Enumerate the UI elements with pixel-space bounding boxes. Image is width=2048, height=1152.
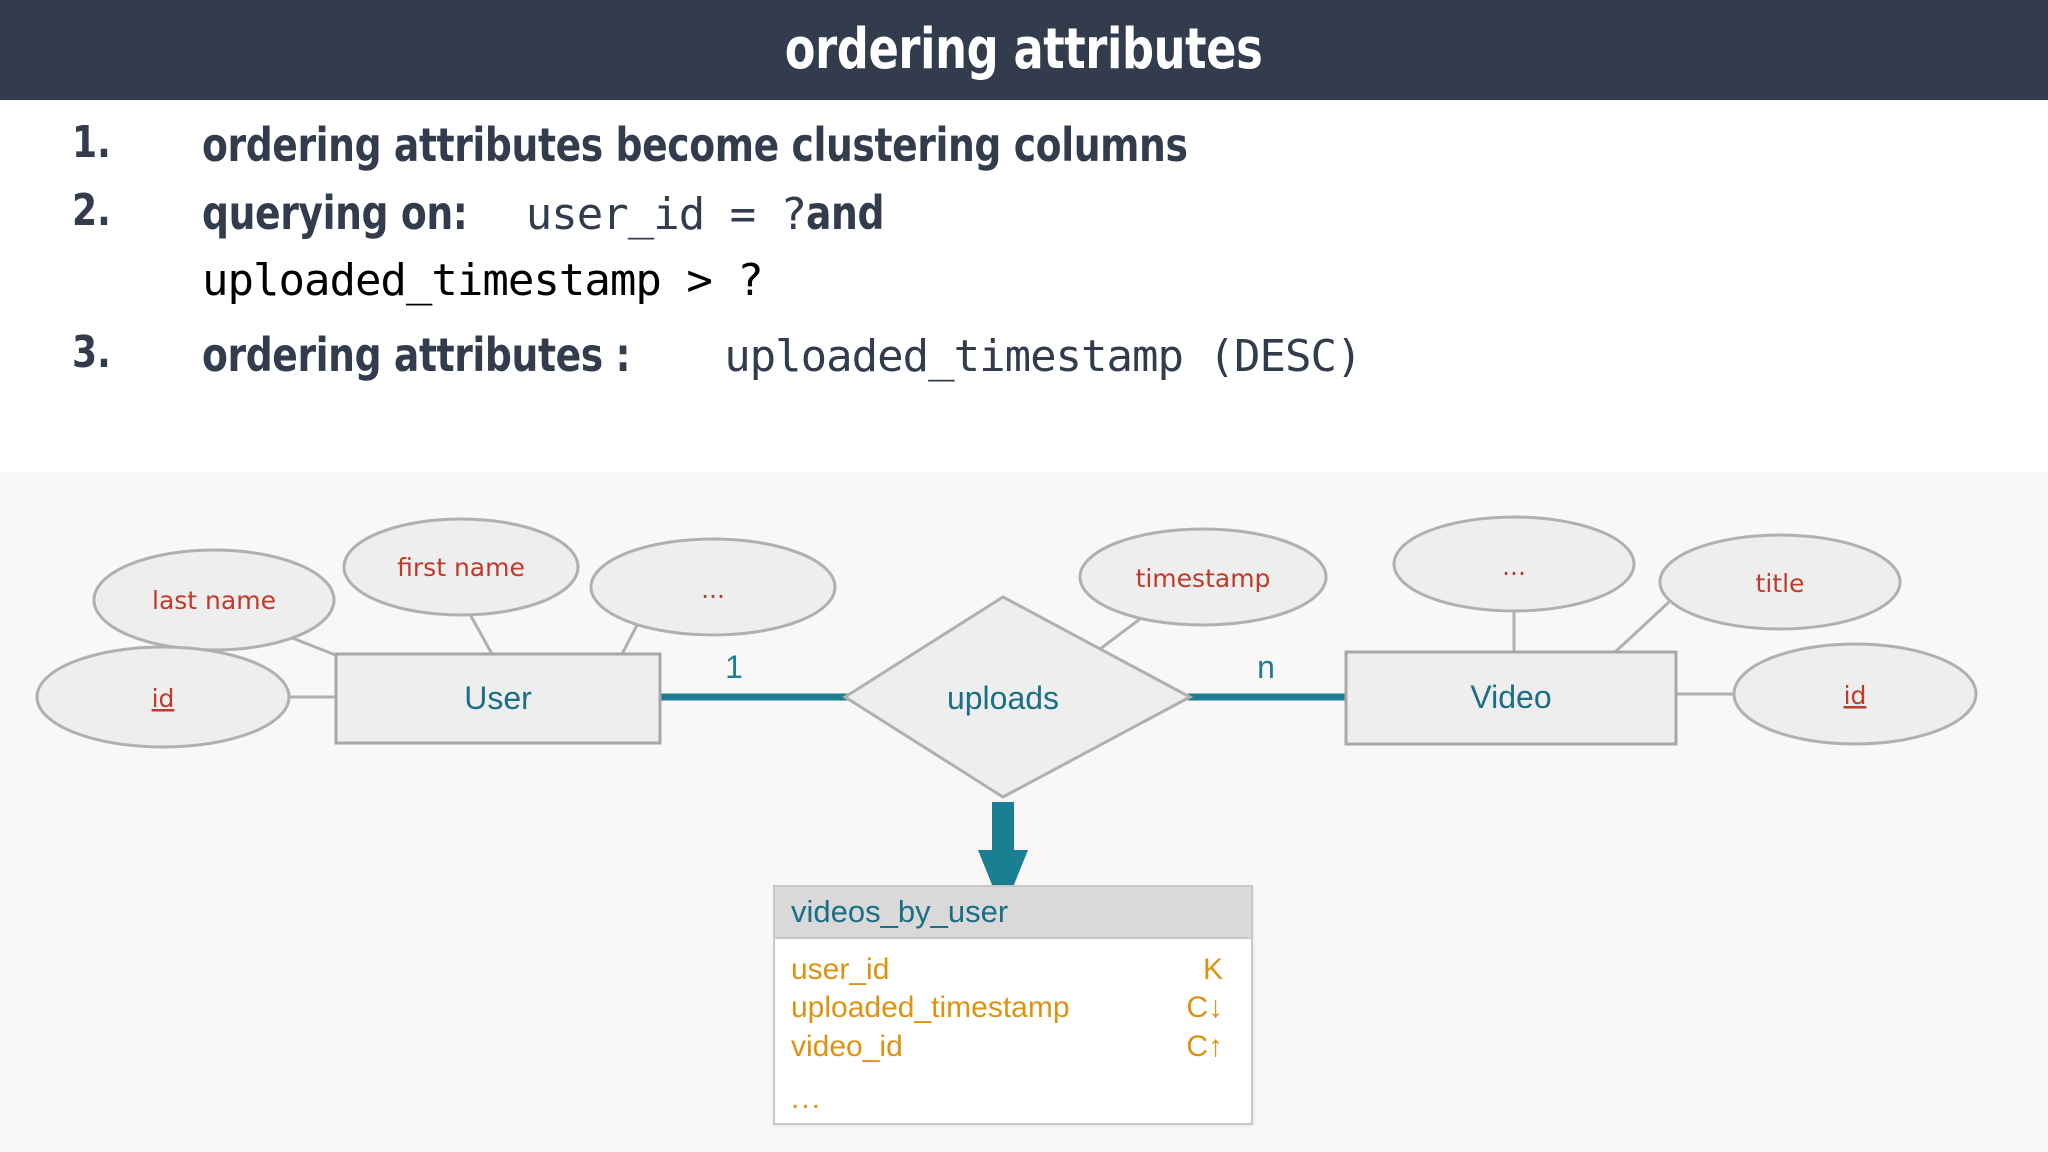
cardinality-label-right: n (1257, 649, 1275, 685)
list-item: 3. ordering attributes : uploaded_timesta… (72, 327, 1362, 383)
attribute-ellipse-video-id: id (1732, 642, 1978, 746)
cql-column-row: uploaded_timestamp C↓ (791, 989, 1235, 1027)
list-item-number: 1. (72, 117, 111, 168)
er-diagram-canvas: last name first name ... id User 1 n tim… (35, 515, 1978, 912)
cql-column-marker: C↑ (1186, 1029, 1223, 1063)
entity-label: User (464, 680, 532, 716)
attribute-label: timestamp (1136, 564, 1271, 593)
relationship-label: uploads (947, 680, 1059, 716)
attribute-label: ... (701, 575, 725, 604)
attribute-label: title (1756, 569, 1805, 598)
list-item: 1. ordering attributes become clustering… (72, 117, 1404, 173)
attribute-label: ... (1502, 552, 1526, 581)
querying-on-prefix: querying on: (202, 186, 468, 240)
list-item-body: ordering attributes become clustering co… (202, 118, 1404, 173)
cql-table-header: videos_by_user (775, 887, 1251, 939)
list-item-number: 3. (72, 327, 111, 378)
attribute-ellipse-first-name: first name (342, 517, 580, 617)
attribute-label: last name (152, 586, 276, 615)
attribute-ellipse-video-more: ... (1392, 515, 1636, 613)
cql-column-marker: K (1202, 953, 1223, 986)
list-item-label: ordering attributes become clustering co… (202, 118, 1188, 172)
query-conjunction-and: and (806, 186, 885, 240)
list-item: 2. querying on: user_id = ?and (72, 185, 901, 241)
relationship-diamond-uploads: uploads (842, 595, 1194, 799)
page-title: ordering attributes (785, 17, 1263, 82)
cardinality-label-left: 1 (725, 649, 743, 685)
cql-column-name: user_id (791, 953, 890, 986)
cql-table-card: videos_by_user user_id K uploaded_timest… (773, 885, 1253, 1125)
entity-box-user: User (334, 652, 662, 745)
down-arrow-icon (978, 802, 1028, 912)
cql-column-ellipsis: ... (791, 1082, 823, 1116)
bullet-list-region: 1. ordering attributes become clustering… (0, 100, 2048, 472)
query-code-timestamp: uploaded_timestamp > ? (202, 255, 764, 306)
cql-table-body: user_id K uploaded_timestamp C↓ video_id… (775, 939, 1251, 1116)
cql-column-marker: C↓ (1186, 991, 1223, 1025)
list-item-body: ordering attributes : uploaded_timestamp … (202, 328, 1362, 383)
list-item-continuation: uploaded_timestamp > ? (202, 255, 764, 306)
cql-column-row: video_id C↑ (791, 1028, 1235, 1066)
attribute-ellipse-timestamp: timestamp (1078, 527, 1328, 627)
attribute-label-pk: id (1844, 681, 1867, 710)
cql-table-name: videos_by_user (791, 894, 1009, 929)
slide-header-bar: ordering attributes (0, 0, 2048, 100)
attribute-label-pk: id (152, 684, 175, 713)
cql-column-row: user_id K (791, 951, 1235, 989)
attribute-ellipse-user-more: ... (589, 537, 837, 637)
entity-label: Video (1470, 679, 1551, 715)
entity-box-video: Video (1344, 650, 1678, 746)
list-item-number: 2. (72, 185, 111, 236)
attribute-ellipse-user-id: id (35, 645, 291, 749)
cql-column-name: video_id (791, 1029, 903, 1063)
ordering-attributes-prefix: ordering attributes : (202, 328, 631, 382)
attribute-label: first name (397, 553, 525, 582)
ordering-attributes-code: uploaded_timestamp (DESC) (724, 331, 1362, 382)
attribute-ellipse-title: title (1658, 533, 1902, 631)
attribute-ellipse-last-name: last name (92, 548, 336, 652)
list-item-body: querying on: user_id = ?and (202, 186, 901, 241)
query-code-userid: user_id = ? (525, 189, 807, 240)
cql-column-name: uploaded_timestamp (791, 991, 1070, 1025)
